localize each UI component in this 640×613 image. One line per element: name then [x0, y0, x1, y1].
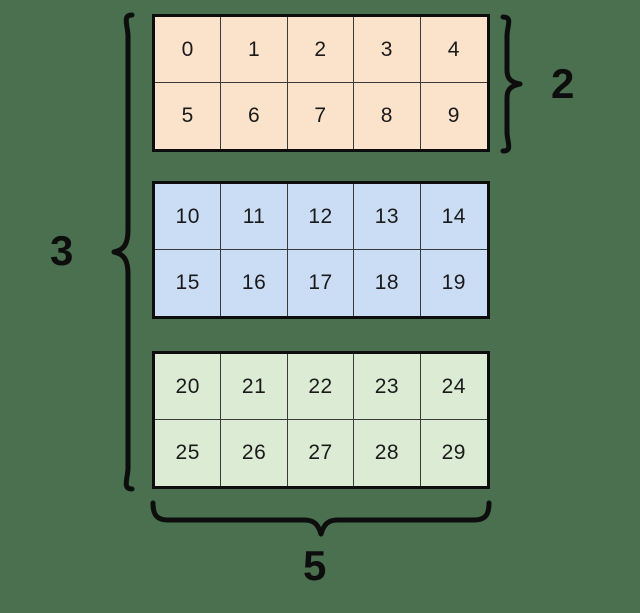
matrix-cell: 28 [354, 420, 421, 486]
matrix-cell: 3 [354, 17, 421, 83]
matrix-0: 0 1 2 3 4 5 6 7 8 9 [152, 14, 490, 152]
matrix-cell: 23 [354, 354, 421, 420]
matrix-cell: 24 [420, 354, 487, 420]
matrix-cell: 18 [354, 250, 421, 316]
matrix-cell: 0 [155, 17, 222, 83]
matrix-cell: 16 [221, 250, 288, 316]
matrix-cell: 8 [354, 83, 421, 149]
matrix-cell: 9 [447, 104, 460, 127]
matrix-cell: 15 [155, 250, 222, 316]
brace-bottom-icon [150, 500, 492, 537]
matrix-cell: 20 [155, 354, 222, 420]
brace-right-icon [500, 14, 523, 154]
matrix-cell: 11 [221, 184, 288, 250]
matrix-cell: 6 [221, 83, 288, 149]
matrix-cell: 2 [287, 17, 355, 83]
matrix-cell: 10 [155, 184, 222, 250]
matrix-cell: 12 [287, 184, 355, 250]
matrix-cell: 26 [221, 420, 288, 486]
matrix-cell: 27 [288, 420, 355, 486]
matrix-cell: 17 [288, 250, 355, 316]
matrix-cell: 21 [221, 354, 288, 420]
matrix-cell: 5 [155, 83, 222, 149]
matrix-cell: 14 [420, 184, 487, 250]
matrix-cell: 4 [420, 17, 487, 83]
matrix-1: 10 11 12 13 14 15 16 17 18 19 [152, 181, 490, 319]
dimension-label-depth: 3 [50, 227, 74, 274]
matrix-cell: 22 [287, 354, 355, 420]
matrix-cell: 25 [155, 420, 222, 486]
dimension-label-columns: 5 [303, 542, 327, 589]
matrix-cell: 7 [288, 83, 355, 149]
matrix-cell: 1 [221, 17, 288, 83]
dimension-label-rows: 2 [551, 60, 575, 107]
brace-left-icon [111, 12, 135, 492]
matrix-cell: 29 [441, 441, 466, 464]
matrix-2: 20 21 22 23 24 25 26 27 28 29 [152, 351, 490, 489]
matrix-cell: 19 [441, 271, 466, 294]
matrix-cell: 13 [354, 184, 421, 250]
